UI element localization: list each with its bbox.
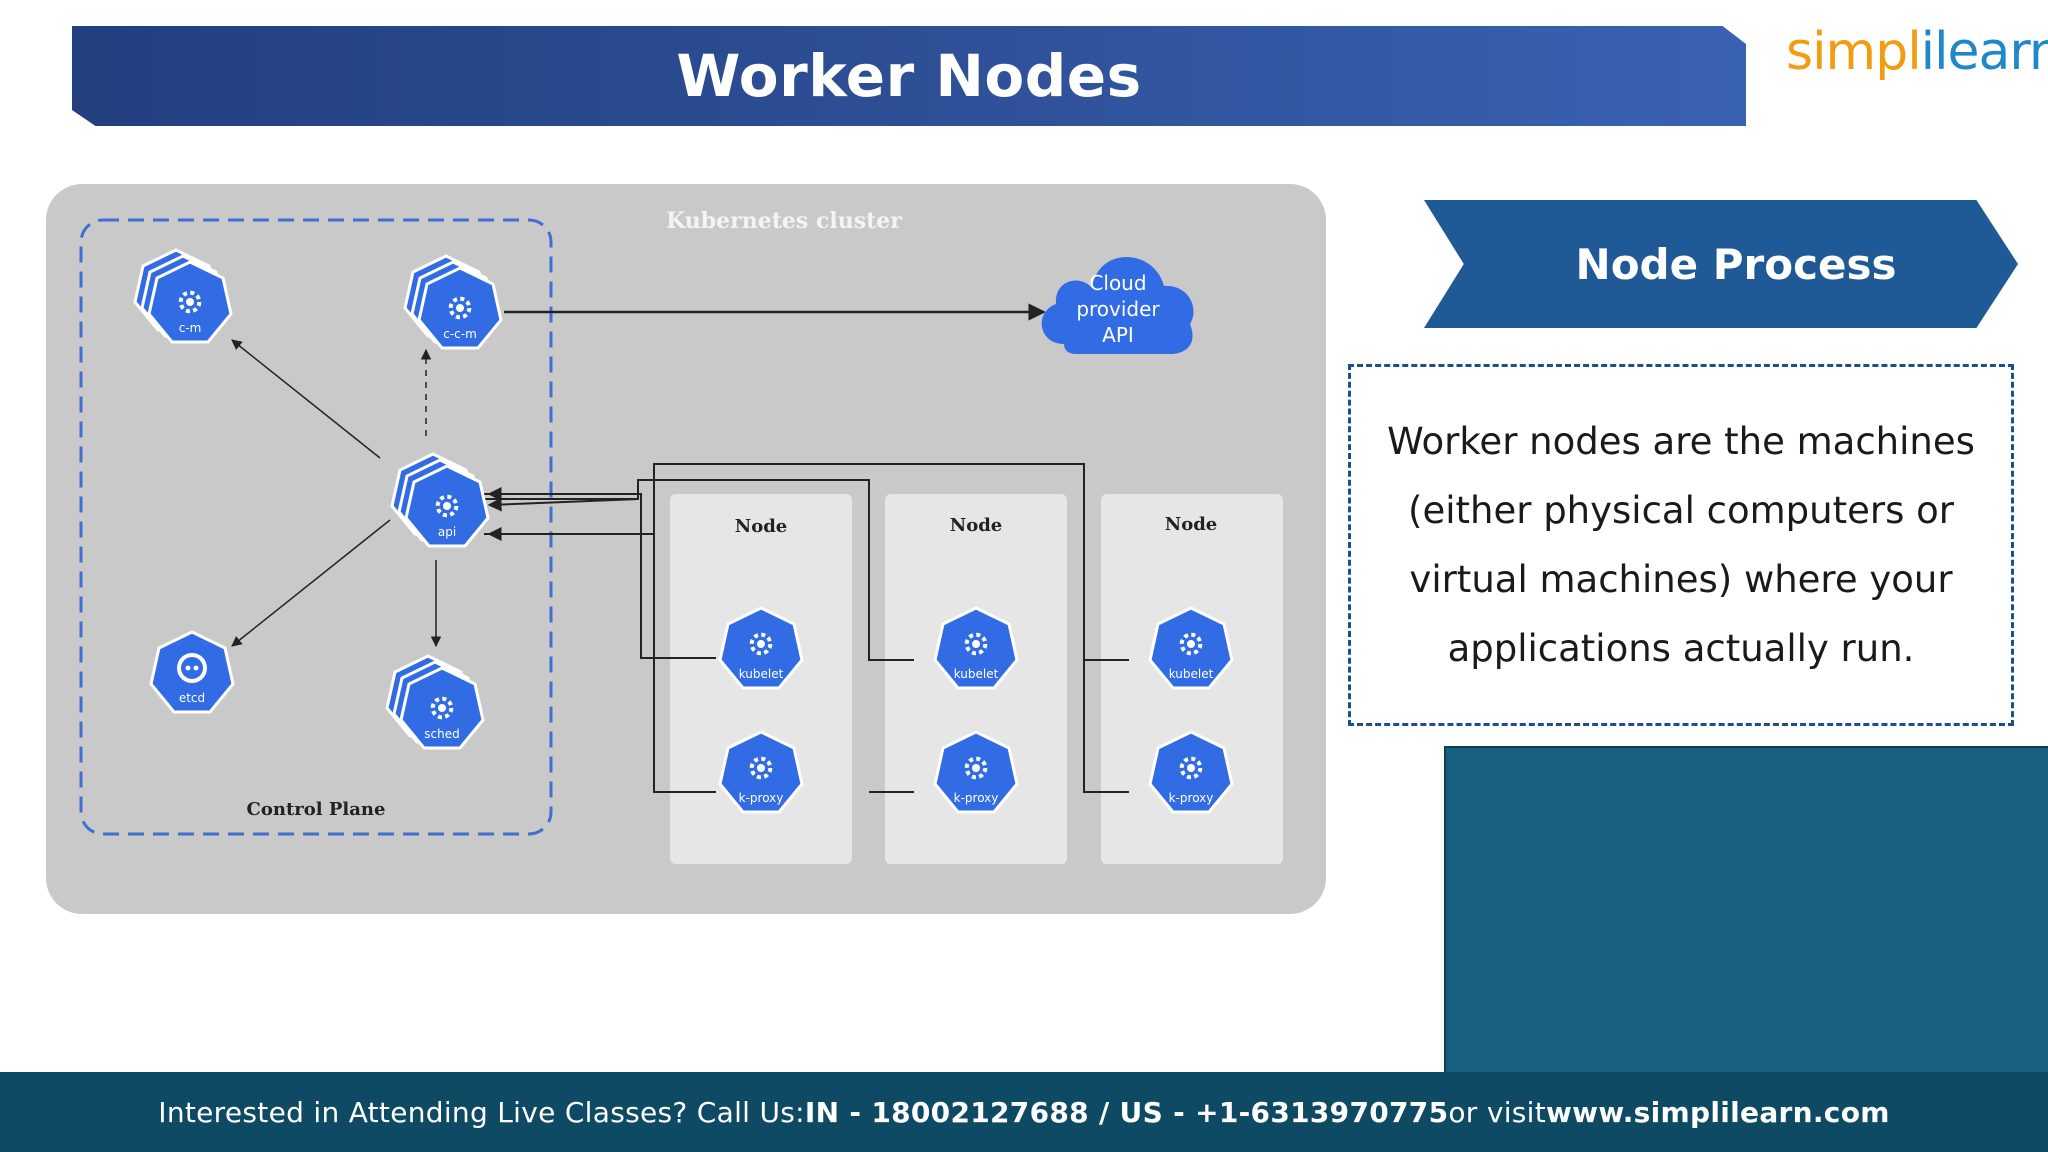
cloud-label-3: API xyxy=(1102,323,1134,347)
kubelet-icon: kubelet xyxy=(1148,606,1234,690)
svg-text:k-proxy: k-proxy xyxy=(954,791,999,805)
node-label: Node xyxy=(950,515,1003,536)
node-label: Node xyxy=(1165,514,1218,535)
svg-text:k-proxy: k-proxy xyxy=(1169,791,1214,805)
cluster-label: Kubernetes cluster xyxy=(666,208,902,234)
node-process-ribbon xyxy=(1424,200,2018,328)
kubelet-icon: kubelet xyxy=(718,606,804,690)
node-label: Node xyxy=(735,516,788,537)
control-plane-label: Control Plane xyxy=(247,799,386,820)
etcd-icon: etcd xyxy=(149,630,235,714)
api-icon: api xyxy=(390,452,490,548)
page-title: Worker Nodes xyxy=(676,42,1142,110)
title-banner xyxy=(72,26,1746,126)
description-box: Worker nodes are the machines (either ph… xyxy=(1348,364,2014,726)
svg-text:api: api xyxy=(438,525,456,539)
c-m-icon: c-m xyxy=(133,248,233,344)
c-c-m-icon: c-c-m xyxy=(403,254,503,350)
svg-text:k-proxy: k-proxy xyxy=(739,791,784,805)
svg-text:c-m: c-m xyxy=(179,321,202,335)
footer-phone-numbers: IN - 18002127688 / US - +1-6313970775 xyxy=(804,1095,1449,1129)
kubelet-icon: kubelet xyxy=(933,606,1019,690)
presenter-video-panel xyxy=(1444,746,2048,1072)
svg-text:c-c-m: c-c-m xyxy=(443,327,477,341)
svg-text:kubelet: kubelet xyxy=(954,667,999,681)
k-proxy-icon: k-proxy xyxy=(718,730,804,814)
cloud-label-1: Cloud xyxy=(1089,271,1146,295)
footer-prefix: Interested in Attending Live Classes? Ca… xyxy=(158,1095,805,1129)
k-proxy-icon: k-proxy xyxy=(1148,730,1234,814)
cloud-label-2: provider xyxy=(1076,297,1160,321)
svg-text:kubelet: kubelet xyxy=(739,667,784,681)
svg-text:etcd: etcd xyxy=(179,691,205,705)
kubernetes-cluster-diagram: Kubernetes cluster Control Plane Node No… xyxy=(46,184,1326,914)
simplilearn-logo: simplilearn xyxy=(1786,22,2048,82)
control-plane-box xyxy=(79,218,553,836)
footer-banner: Interested in Attending Live Classes? Ca… xyxy=(0,1072,2048,1152)
ribbon-title: Node Process xyxy=(1575,239,1897,289)
k-proxy-icon: k-proxy xyxy=(933,730,1019,814)
svg-text:sched: sched xyxy=(424,727,459,741)
cloud-provider-icon: Cloud provider API xyxy=(1041,257,1194,354)
footer-website-link[interactable]: www.simplilearn.com xyxy=(1546,1095,1890,1129)
description-text: Worker nodes are the machines (either ph… xyxy=(1387,420,1975,670)
footer-middle: or visit xyxy=(1448,1095,1547,1129)
sched-icon: sched xyxy=(385,654,485,750)
svg-text:kubelet: kubelet xyxy=(1169,667,1214,681)
